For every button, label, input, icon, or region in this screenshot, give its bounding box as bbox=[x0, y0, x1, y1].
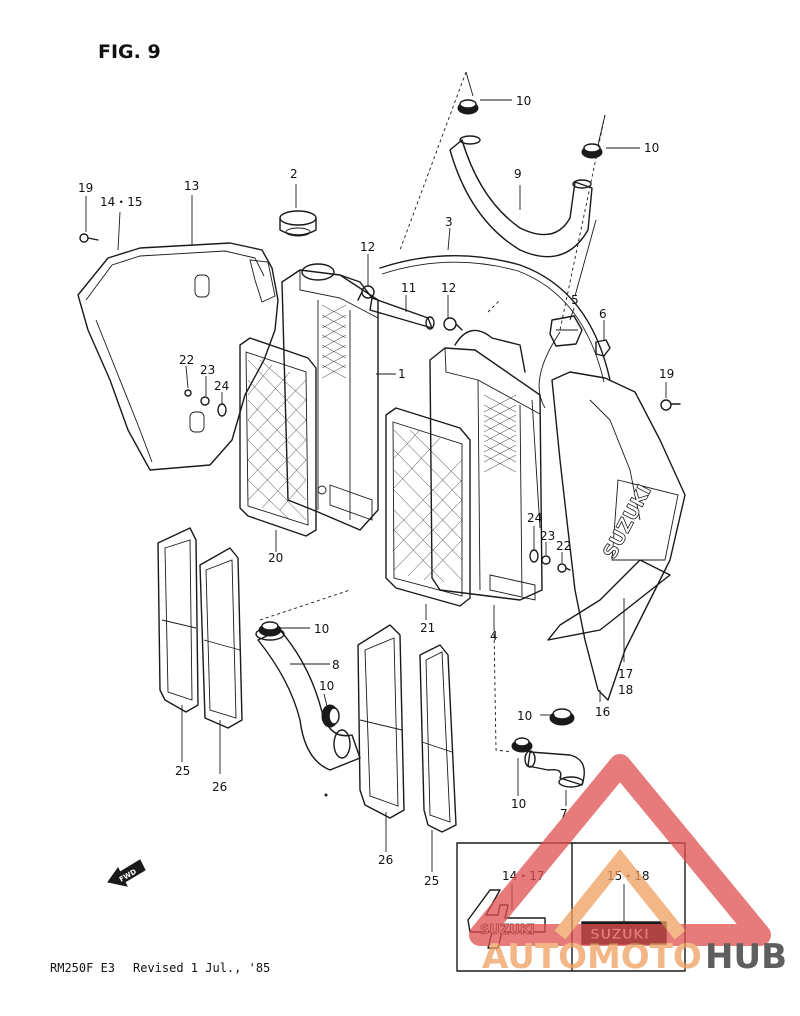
hose-clamp bbox=[511, 737, 533, 753]
connecting-hose bbox=[369, 297, 435, 330]
left-radiator bbox=[281, 263, 379, 531]
fwd-label: FWD bbox=[118, 868, 138, 884]
stray-mark bbox=[324, 793, 328, 797]
assembly-guide-lines bbox=[259, 71, 606, 753]
callout: 18 bbox=[618, 683, 633, 697]
washer bbox=[541, 555, 551, 565]
callout: 4 bbox=[490, 629, 498, 643]
callout: 2 bbox=[290, 167, 298, 181]
callout: 12 bbox=[441, 281, 456, 295]
leader-lines bbox=[85, 71, 667, 872]
upper-radiator-hose bbox=[449, 135, 593, 258]
grommet bbox=[217, 403, 227, 417]
callout: 10 bbox=[319, 679, 334, 693]
callout: 8 bbox=[332, 658, 340, 672]
callout: 23 bbox=[200, 363, 215, 377]
callout: 6 bbox=[599, 307, 607, 321]
radiator-fitting bbox=[549, 315, 583, 347]
callout: 23 bbox=[540, 529, 555, 543]
callout: 26 bbox=[212, 780, 227, 794]
callout: 25 bbox=[424, 874, 439, 888]
left-radiator-shroud bbox=[77, 242, 279, 471]
lower-radiator-hose bbox=[255, 627, 361, 771]
callout: 10 bbox=[314, 622, 329, 636]
right-radiator bbox=[429, 329, 543, 601]
callout: 10 bbox=[517, 709, 532, 723]
watermark-text-2: HUB bbox=[705, 937, 787, 977]
callout: 10 bbox=[511, 797, 526, 811]
callout: 20 bbox=[268, 551, 283, 565]
callout: 19 bbox=[78, 181, 93, 195]
radiator-guard-right-outer bbox=[357, 624, 405, 819]
hose-clamp bbox=[457, 99, 479, 115]
hose-clamp bbox=[549, 708, 575, 726]
callout: 22 bbox=[556, 539, 571, 553]
callout: 14・15 bbox=[100, 195, 143, 209]
bolt bbox=[79, 233, 99, 243]
callout: 21 bbox=[420, 621, 435, 635]
callout: 25 bbox=[175, 764, 190, 778]
right-radiator-grill bbox=[385, 407, 471, 607]
callout: 16 bbox=[595, 705, 610, 719]
hose-clamp bbox=[258, 621, 282, 637]
shroud-suzuki-lettering: SUZUKI bbox=[599, 481, 656, 562]
callout-labels: 10 10 9 2 3 19 14・15 13 12 11 12 5 6 1 2… bbox=[78, 94, 674, 888]
callout: 26 bbox=[378, 853, 393, 867]
grommet bbox=[529, 549, 539, 563]
figure-title: FIG. 9 bbox=[98, 41, 161, 63]
hose-clamp bbox=[581, 143, 603, 159]
callout: 1 bbox=[398, 367, 406, 381]
hose-clamp bbox=[321, 704, 340, 728]
callout: 12 bbox=[360, 240, 375, 254]
hose-clip bbox=[443, 317, 463, 331]
bolt bbox=[660, 399, 681, 411]
shroud-emblem: SUZUKI bbox=[599, 479, 679, 563]
washer bbox=[200, 396, 210, 406]
radiator-guard-left bbox=[157, 527, 199, 713]
callout: 7 bbox=[560, 807, 568, 821]
revision-date: Revised 1 Jul., '85 bbox=[133, 961, 270, 975]
right-radiator-shroud: SUZUKI bbox=[547, 371, 686, 701]
automotohub-watermark: AUTOMOTO HUB bbox=[469, 754, 787, 977]
callout: 10 bbox=[644, 141, 659, 155]
callout: 24 bbox=[527, 511, 542, 525]
radiator-guard-right-inner bbox=[419, 644, 457, 833]
radiator-cap bbox=[279, 210, 317, 237]
left-radiator-grill bbox=[239, 337, 317, 537]
model-code: RM250F E3 bbox=[50, 961, 115, 975]
callout: 19 bbox=[659, 367, 674, 381]
callout: 17 bbox=[618, 667, 633, 681]
forward-arrow-icon: FWD bbox=[107, 859, 146, 887]
callout: 24 bbox=[214, 379, 229, 393]
breather-hose bbox=[379, 254, 611, 381]
bolt bbox=[557, 563, 571, 573]
bypass-hose bbox=[524, 750, 585, 788]
callout: 10 bbox=[516, 94, 531, 108]
callout: 9 bbox=[514, 167, 522, 181]
callout: 22 bbox=[179, 353, 194, 367]
watermark-text-1: AUTOMOTO bbox=[482, 937, 702, 977]
radiator-screen-left bbox=[199, 547, 243, 729]
callout: 11 bbox=[401, 281, 416, 295]
callout: 3 bbox=[445, 215, 453, 229]
callout: 5 bbox=[571, 293, 579, 307]
radiator-nut bbox=[595, 339, 611, 357]
bolt bbox=[184, 389, 192, 397]
callout: 13 bbox=[184, 179, 199, 193]
